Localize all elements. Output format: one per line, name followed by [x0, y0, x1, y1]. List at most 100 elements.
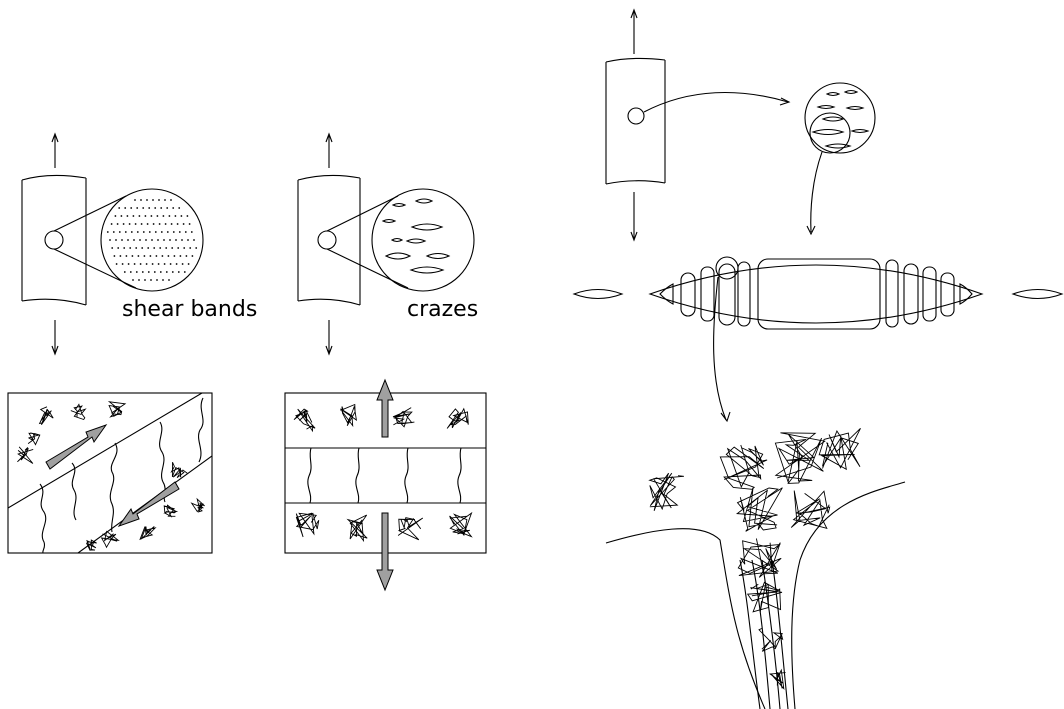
stipple-dot [125, 231, 127, 233]
polymer-coil [140, 527, 155, 540]
stipple-dot [150, 279, 152, 281]
stipple-dot [150, 255, 152, 257]
stipple-dot [117, 223, 119, 225]
stipple-dot [137, 231, 139, 233]
polymer-coils [650, 428, 861, 688]
stipple-dot [115, 215, 117, 217]
crazes-label: crazes [407, 297, 478, 322]
polymer-coil [650, 473, 684, 511]
stipple-dot [189, 223, 191, 225]
tensile-arrow-down [326, 320, 332, 354]
stipple-dot [184, 271, 186, 273]
shear-band-detail [8, 393, 212, 553]
stipple-dot [165, 223, 167, 225]
stipple-dot [181, 239, 183, 241]
stipple-dot [121, 215, 123, 217]
specimen-strip [22, 175, 86, 305]
polymer-coil [340, 405, 356, 426]
polymer-coil [164, 505, 176, 516]
specimen-strip [606, 58, 665, 184]
stipple-dot [154, 207, 156, 209]
craze-lenses [383, 199, 449, 273]
stipple-dot [164, 199, 166, 201]
stipple-dot [114, 255, 116, 257]
stipple-dot [139, 239, 141, 241]
stipple-dot [170, 199, 172, 201]
stipple-dot [175, 239, 177, 241]
stipple-dot [195, 247, 197, 249]
polymer-coil [109, 402, 125, 417]
stipple-dot [141, 247, 143, 249]
craze-fibrils [308, 448, 461, 503]
polymer-coil [720, 445, 767, 489]
stipple-dot [188, 263, 190, 265]
polymer-coil [819, 428, 860, 469]
craze-lenses [813, 91, 868, 149]
stipple-dot [159, 223, 161, 225]
stipple-dot [189, 247, 191, 249]
stipple-dot [139, 215, 141, 217]
stipple-dot [124, 271, 126, 273]
small-craze-left [574, 290, 622, 299]
stipple-dot [152, 199, 154, 201]
stipple-dot [160, 207, 162, 209]
stipple-dot [158, 263, 160, 265]
stipple-dot [136, 207, 138, 209]
stipple-dot [135, 247, 137, 249]
polymer-coil [17, 447, 33, 464]
stipple-dot [147, 223, 149, 225]
stipple-dot [120, 255, 122, 257]
stipple-dot [122, 263, 124, 265]
stipple-dot [153, 247, 155, 249]
stipple-dot [134, 199, 136, 201]
craze-arrow-up [377, 380, 393, 437]
polymer-coil [71, 404, 86, 419]
stipple-dot [152, 263, 154, 265]
stipple-dot [124, 207, 126, 209]
stipple-dot [147, 247, 149, 249]
stipple-dot [145, 215, 147, 217]
stipple-dot [115, 239, 117, 241]
stipple-dot [148, 271, 150, 273]
polymer-coil [28, 433, 40, 445]
stipple-dot [175, 215, 177, 217]
stipple-dot [166, 271, 168, 273]
shear-arrow-up-right [46, 425, 106, 469]
stipple-dot [185, 231, 187, 233]
stipple-dot [159, 247, 161, 249]
craze-detail [285, 380, 486, 590]
stipple-dot [179, 231, 181, 233]
stipple-dot [169, 239, 171, 241]
stipple-dot [123, 223, 125, 225]
stipple-dot [149, 231, 151, 233]
stipple-dot [146, 263, 148, 265]
stipple-dot [107, 231, 109, 233]
stipple-dot [161, 231, 163, 233]
shear-band-dots [107, 199, 197, 281]
craze-tip-outline [606, 529, 765, 709]
stipple-dot [174, 255, 176, 257]
stipple-dot [140, 199, 142, 201]
stipple-dot [130, 271, 132, 273]
shear-arrow-down-left [119, 482, 179, 526]
stipple-dot [144, 255, 146, 257]
stipple-dot [157, 215, 159, 217]
stipple-dot [131, 231, 133, 233]
stipple-dot [123, 247, 125, 249]
defect-circle [628, 108, 644, 124]
stipple-dot [177, 247, 179, 249]
polymer-coils [17, 402, 204, 551]
stipple-dot [136, 271, 138, 273]
stipple-dot [142, 207, 144, 209]
stipple-dot [157, 239, 159, 241]
stipple-dot [117, 247, 119, 249]
stipple-dot [155, 231, 157, 233]
stipple-dot [133, 239, 135, 241]
stipple-dot [163, 239, 165, 241]
stipple-dot [171, 223, 173, 225]
stipple-dot [109, 239, 111, 241]
stipple-dot [119, 231, 121, 233]
stipple-dot [127, 215, 129, 217]
stipple-dot [169, 215, 171, 217]
